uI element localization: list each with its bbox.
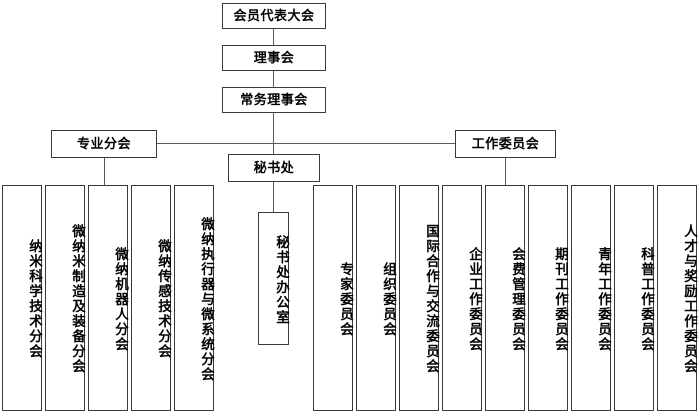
node-standing-council-label: 常务理事会 [240,92,308,108]
committee-box-5[interactable]: 期刊工作委员会 [528,185,568,411]
committee-box-8[interactable]: 人才与奖励工作委员会 [657,185,697,411]
branch-box-2[interactable]: 微纳机器人分会 [88,185,128,411]
node-professional-branches-label: 专业分会 [76,136,131,152]
connector-standing-council-to-secretariat [273,113,274,154]
node-secretariat-label: 秘书处 [253,160,295,176]
branch-label-4: 微纳执行器与微系统分会 [198,216,214,382]
node-work-committees-label: 工作委员会 [471,136,540,152]
committee-label-6: 青年工作委员会 [595,246,611,352]
node-assembly-label: 会员代表大会 [233,8,315,24]
committee-label-3: 企业工作委员会 [466,246,482,352]
committee-box-2[interactable]: 国际合作与交流委员会 [399,185,439,411]
branch-label-0: 纳米科学技术分会 [26,239,42,359]
node-work-committees[interactable]: 工作委员会 [455,130,556,158]
committee-box-7[interactable]: 科普工作委员会 [614,185,654,411]
node-secretariat[interactable]: 秘书处 [228,154,320,182]
connector-work-committees-drop [505,158,506,185]
committee-box-6[interactable]: 青年工作委员会 [571,185,611,411]
committee-label-5: 期刊工作委员会 [552,246,568,352]
branch-label-1: 微纳米制造及装备分会 [69,224,85,374]
committee-label-1: 组织委员会 [380,261,396,337]
committee-label-0: 专家委员会 [337,261,353,337]
committee-box-0[interactable]: 专家委员会 [313,185,353,411]
node-standing-council[interactable]: 常务理事会 [222,87,326,113]
node-professional-branches[interactable]: 专业分会 [51,130,157,158]
connector-secretariat-to-office [273,182,274,212]
branch-box-3[interactable]: 微纳传感技术分会 [131,185,171,411]
node-council-label: 理事会 [253,50,295,66]
committee-box-4[interactable]: 会费管理委员会 [485,185,525,411]
connector-level4-horizontal-bar [104,143,505,144]
node-assembly[interactable]: 会员代表大会 [222,3,326,29]
branch-label-3: 微纳传感技术分会 [155,239,171,359]
connector-assembly-to-council [273,29,274,45]
committee-label-8: 人才与奖励工作委员会 [681,224,697,374]
committee-label-4: 会费管理委员会 [509,246,525,352]
branch-box-4[interactable]: 微纳执行器与微系统分会 [174,185,214,411]
committee-box-1[interactable]: 组织委员会 [356,185,396,411]
committee-label-2: 国际合作与交流委员会 [423,224,439,374]
branch-box-0[interactable]: 纳米科学技术分会 [2,185,42,411]
committee-box-3[interactable]: 企业工作委员会 [442,185,482,411]
node-secretariat-office[interactable]: 秘书处办公室 [258,212,289,345]
connector-professional-branches-drop [104,158,105,185]
node-council[interactable]: 理事会 [222,45,326,71]
node-secretariat-office-label: 秘书处办公室 [273,234,289,325]
committee-label-7: 科普工作委员会 [638,246,654,352]
branch-box-1[interactable]: 微纳米制造及装备分会 [45,185,85,411]
branch-label-2: 微纳机器人分会 [112,246,128,352]
connector-council-to-standing-council [273,71,274,87]
